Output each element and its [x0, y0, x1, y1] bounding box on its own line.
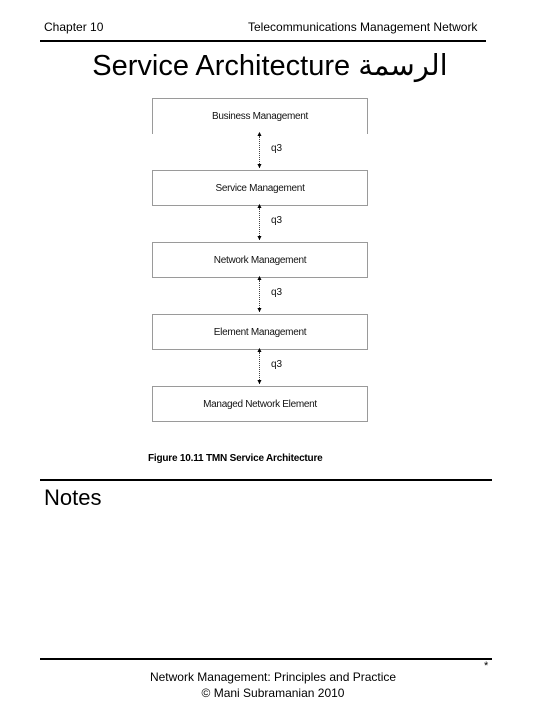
interface-label: q3 [271, 143, 283, 154]
connector-line [259, 280, 261, 312]
layer-box-network-management: Network Management [152, 242, 368, 278]
figure-caption: Figure 10.11 TMN Service Architecture [148, 453, 323, 464]
interface-label: q3 [271, 287, 283, 298]
chapter-label: Chapter 10 [44, 20, 104, 34]
interface-label: q3 [271, 359, 283, 370]
arrow-down-icon: ▼ [256, 379, 263, 386]
arrow-up-icon: ▲ [256, 203, 263, 210]
arrow-down-icon: ▼ [256, 307, 263, 314]
layer-box-business-management: Business Management [152, 98, 368, 134]
notes-heading: Notes [44, 485, 102, 510]
arrow-down-icon: ▼ [256, 235, 263, 242]
connector-line [259, 136, 261, 168]
arrow-down-icon: ▼ [256, 163, 263, 170]
layer-box-element-management: Element Management [152, 314, 368, 350]
slide-title: Service Architecture الرسمة [0, 48, 540, 83]
arrow-up-icon: ▲ [256, 275, 263, 282]
notes-divider [40, 479, 492, 481]
connector-line [259, 352, 261, 384]
header-title: Telecommunications Management Network [248, 20, 478, 34]
arrow-up-icon: ▲ [256, 347, 263, 354]
connector-line [259, 208, 261, 240]
layer-box-managed-network-element: Managed Network Element [152, 386, 368, 422]
footer-divider [40, 658, 492, 660]
footer-book-title: Network Management: Principles and Pract… [149, 670, 397, 684]
slide-title-arabic: الرسمة [358, 48, 448, 82]
header-divider [40, 40, 486, 42]
layer-box-service-management: Service Management [152, 170, 368, 206]
page-marker: * [484, 660, 489, 672]
slide-title-english: Service Architecture [92, 50, 351, 82]
footer-copyright: © Mani Subramanian 2010 [201, 686, 345, 700]
interface-label: q3 [271, 215, 283, 226]
arrow-up-icon: ▲ [256, 131, 263, 138]
